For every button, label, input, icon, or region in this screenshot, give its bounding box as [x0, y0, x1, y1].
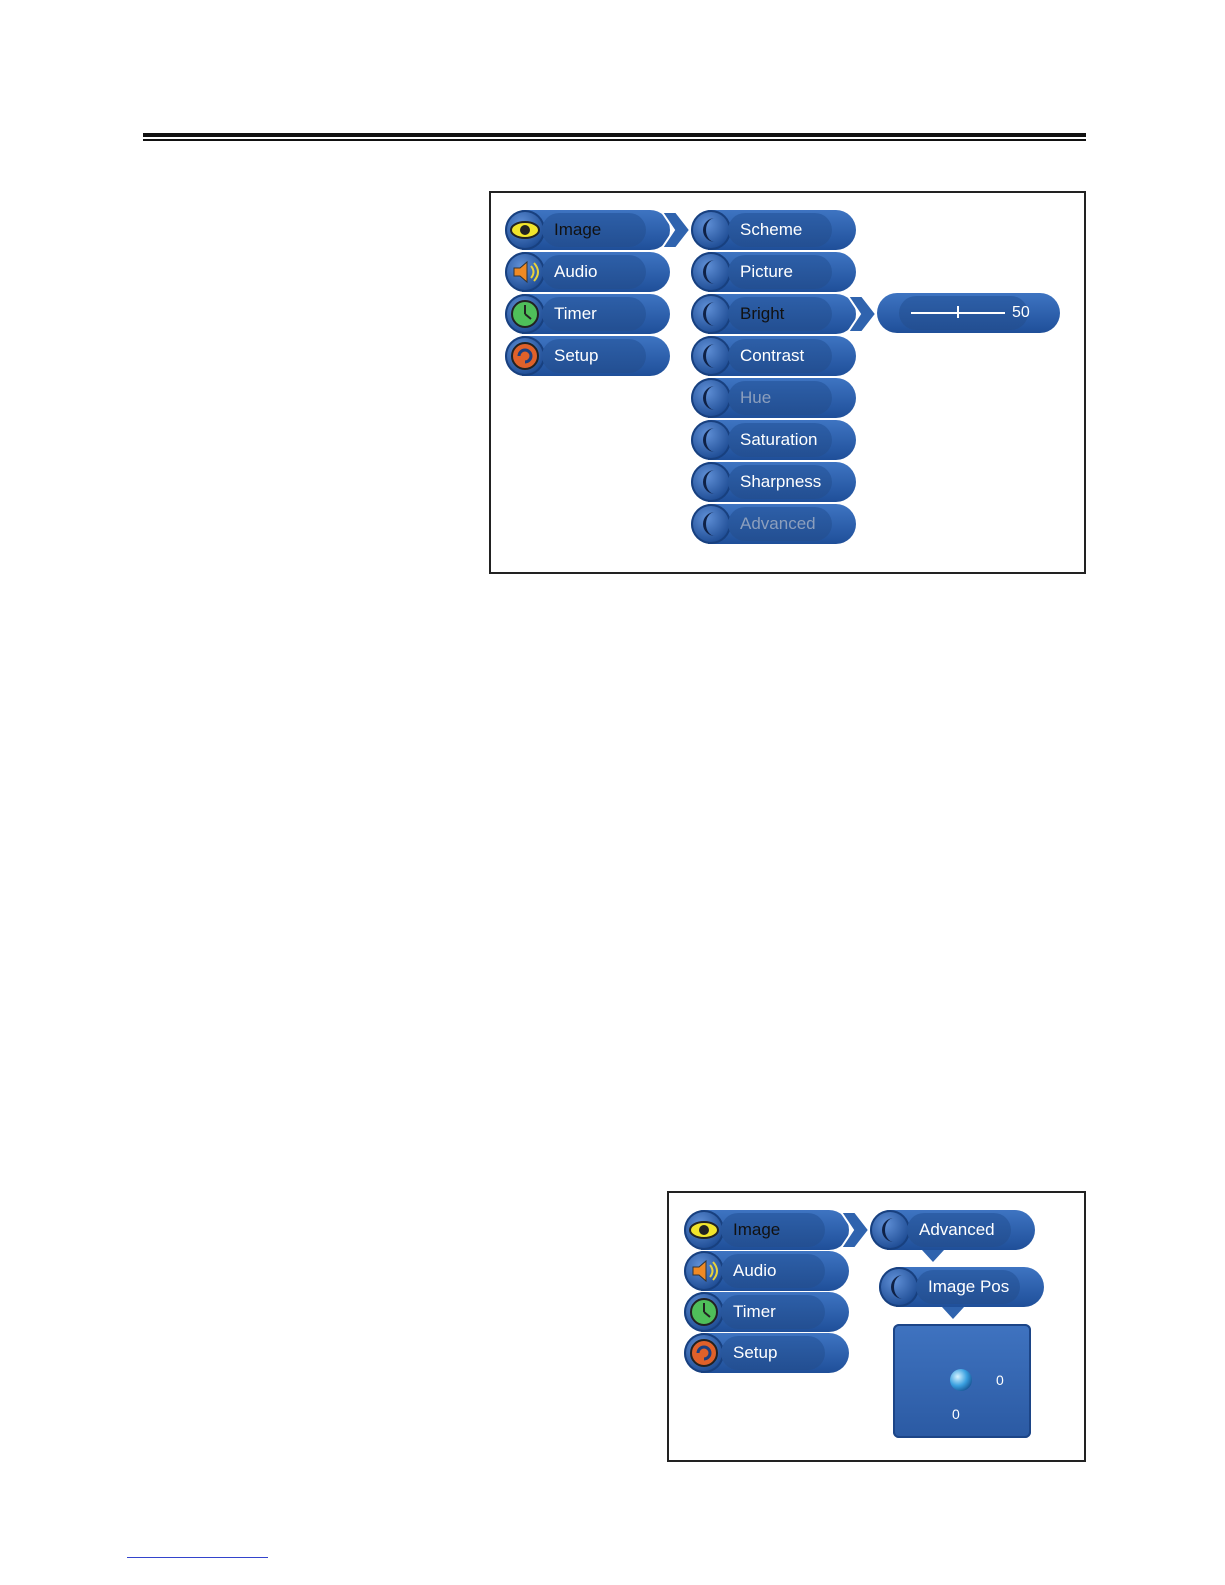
bright-slider-thumb[interactable]: [957, 306, 959, 318]
main-menu-label: Image: [542, 213, 646, 247]
main-menu-label: Audio: [721, 1254, 825, 1288]
submenu-label: Scheme: [728, 213, 832, 247]
main-menu-label: Audio: [542, 255, 646, 289]
main-menu-label: Setup: [721, 1336, 825, 1370]
footer-link-underline: [127, 1557, 268, 1558]
position-knob-icon[interactable]: [950, 1369, 972, 1391]
speaker-icon: [684, 1251, 724, 1291]
submenu-item-saturation[interactable]: Saturation: [691, 420, 856, 460]
main-menu-item-image[interactable]: Image: [684, 1210, 849, 1250]
bright-value: 50: [1012, 296, 1030, 330]
main-menu-label: Timer: [542, 297, 646, 331]
submenu-item-contrast[interactable]: Contrast: [691, 336, 856, 376]
down-pointer-icon: [922, 1250, 944, 1262]
moon-icon: [691, 210, 731, 250]
main-menu-item-timer[interactable]: Timer: [684, 1292, 849, 1332]
submenu-item-advanced: Advanced: [691, 504, 856, 544]
image-pos-horizontal-value: 0: [996, 1372, 1004, 1388]
clock-icon: [505, 294, 545, 334]
main-menu-label: Setup: [542, 339, 646, 373]
moon-icon: [879, 1267, 919, 1307]
value-arrow-icon: [846, 294, 878, 334]
moon-icon: [691, 420, 731, 460]
submenu-item-picture[interactable]: Picture: [691, 252, 856, 292]
submenu-item-image-pos[interactable]: Image Pos: [879, 1267, 1044, 1307]
main-menu-item-audio[interactable]: Audio: [684, 1251, 849, 1291]
moon-icon: [870, 1210, 910, 1250]
moon-icon: [691, 336, 731, 376]
submenu-label: Image Pos: [916, 1270, 1020, 1304]
submenu-label: Sharpness: [728, 465, 832, 499]
eye-icon: [684, 1210, 724, 1250]
submenu-label: Picture: [728, 255, 832, 289]
submenu-arrow-icon: [660, 210, 692, 250]
bright-slider-control[interactable]: 50: [877, 293, 1060, 333]
setup-icon: [505, 336, 545, 376]
submenu-item-advanced[interactable]: Advanced: [870, 1210, 1035, 1250]
submenu-label: Bright: [728, 297, 832, 331]
main-menu-item-setup[interactable]: Setup: [684, 1333, 849, 1373]
down-pointer-icon: [942, 1307, 964, 1319]
header-rule-thick: [143, 133, 1086, 137]
submenu-item-bright[interactable]: Bright: [691, 294, 856, 334]
eye-icon: [505, 210, 545, 250]
image-pos-vertical-value: 0: [952, 1406, 960, 1422]
submenu-arrow-icon: [839, 1210, 871, 1250]
moon-icon: [691, 294, 731, 334]
submenu-label: Hue: [728, 381, 832, 415]
submenu-label: Contrast: [728, 339, 832, 373]
setup-icon: [684, 1333, 724, 1373]
submenu-item-hue: Hue: [691, 378, 856, 418]
main-menu-label: Timer: [721, 1295, 825, 1329]
submenu-label: Saturation: [728, 423, 832, 457]
image-position-panel[interactable]: 0 0: [893, 1324, 1031, 1438]
header-rule-thin: [143, 139, 1086, 141]
main-menu-item-image[interactable]: Image: [505, 210, 670, 250]
submenu-item-scheme[interactable]: Scheme: [691, 210, 856, 250]
moon-icon: [691, 252, 731, 292]
submenu-label: Advanced: [728, 507, 832, 541]
clock-icon: [684, 1292, 724, 1332]
moon-icon: [691, 462, 731, 502]
main-menu-item-setup[interactable]: Setup: [505, 336, 670, 376]
main-menu-item-timer[interactable]: Timer: [505, 294, 670, 334]
moon-icon: [691, 378, 731, 418]
submenu-item-sharpness[interactable]: Sharpness: [691, 462, 856, 502]
moon-icon: [691, 504, 731, 544]
main-menu-label: Image: [721, 1213, 825, 1247]
main-menu-item-audio[interactable]: Audio: [505, 252, 670, 292]
submenu-label: Advanced: [907, 1213, 1011, 1247]
speaker-icon: [505, 252, 545, 292]
